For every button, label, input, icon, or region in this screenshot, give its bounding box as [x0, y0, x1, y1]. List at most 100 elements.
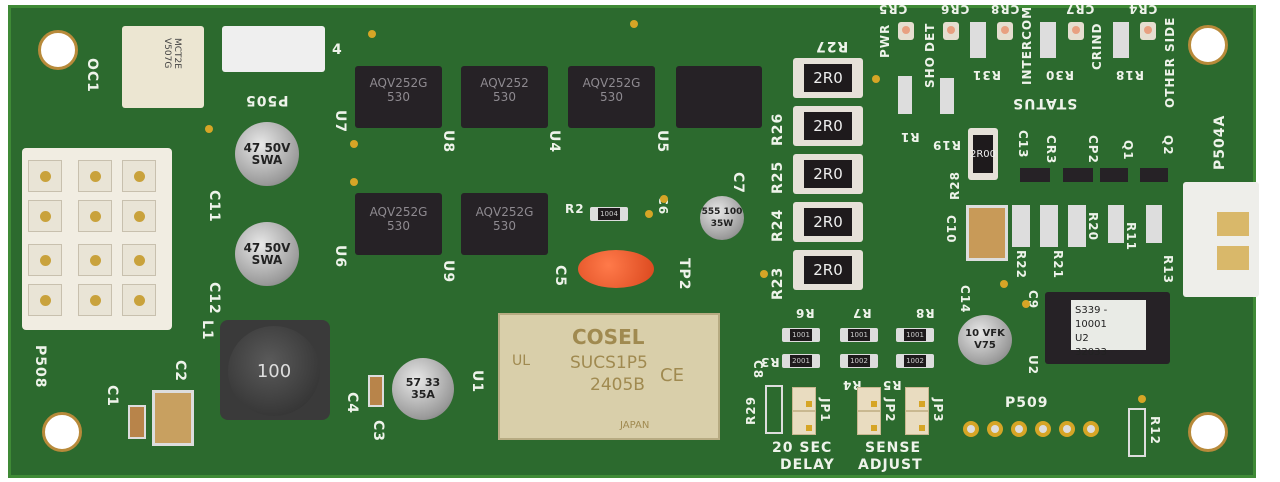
power-module-u1: COSEL UL SUCS1P5 2405B CE JAPAN: [498, 313, 720, 440]
jumper-jp1-bottom[interactable]: [792, 411, 816, 435]
r23-value: 2R0: [804, 255, 852, 285]
resistor-r11: [1108, 205, 1124, 243]
label-status: STATUS: [1012, 95, 1078, 111]
resistor-r2: 1004: [590, 207, 628, 221]
ul-mark: UL: [512, 353, 531, 369]
label-c2: C2: [172, 360, 188, 383]
diode-cr3: [1020, 168, 1050, 182]
resistor-r29: [765, 385, 783, 434]
label-u6: U6: [332, 245, 348, 269]
u4-marking: AQV252G: [582, 76, 641, 90]
label-c12: C12: [206, 282, 222, 315]
capacitor-c11: 47 50V SWA: [235, 122, 299, 186]
label-oc1: OC1: [84, 58, 100, 93]
connector-pin: [1217, 246, 1249, 270]
via: [368, 30, 376, 38]
label-jp2: JP2: [883, 398, 897, 423]
label-u7: U7: [332, 110, 348, 134]
r6-value: 1001: [790, 329, 812, 341]
jumper-jp1-top[interactable]: [792, 387, 816, 411]
via: [660, 195, 668, 203]
r28-value: 2R00: [970, 135, 996, 173]
resistor-r5: 1002: [896, 354, 934, 368]
label-c10: C10: [944, 215, 958, 244]
label-adjust: ADJUST: [858, 457, 923, 473]
header-pin: [1035, 421, 1051, 437]
resistor-r12: [1128, 408, 1146, 457]
led-cr6: [943, 22, 959, 40]
label-c14: C14: [958, 285, 972, 314]
label-crind: CRIND: [1090, 22, 1104, 70]
via: [1022, 300, 1030, 308]
label-sense: SENSE: [865, 440, 922, 456]
capacitor-c14: 10 VFK V75: [958, 315, 1012, 365]
via: [760, 270, 768, 278]
label-cr3: CR3: [1044, 135, 1058, 165]
label-c8: C8: [751, 360, 765, 380]
label-r6: R6: [795, 306, 815, 320]
jumper-jp2-top[interactable]: [857, 387, 881, 411]
resistor-r7: 1001: [840, 328, 878, 342]
module-code: 2405B: [590, 375, 645, 395]
via: [1000, 280, 1008, 288]
inductor-marking: 100: [228, 326, 320, 416]
label-cr4: CR4: [1128, 2, 1158, 16]
r26-value: 2R0: [804, 111, 852, 141]
r4-value: 1002: [848, 355, 870, 367]
label-cr7: CR7: [1065, 2, 1095, 16]
label-c1: C1: [104, 385, 120, 408]
label-p508: P508: [32, 345, 48, 389]
label-r13: R13: [1161, 255, 1175, 284]
r8-value: 1001: [904, 329, 926, 341]
led-cr7: [1068, 22, 1084, 40]
u9-code: 530: [493, 219, 516, 233]
label-cr8: CR8: [990, 2, 1020, 16]
label-pwr: PWR: [878, 23, 892, 58]
label-cr5: CR5: [878, 2, 908, 16]
label-r22: R22: [1014, 250, 1028, 279]
header-pin: [963, 421, 979, 437]
resistor-r28: 2R00: [968, 128, 998, 180]
led-cr5: [898, 22, 914, 40]
jumper-jp3-top[interactable]: [905, 387, 929, 411]
ic-u5: [676, 66, 762, 128]
label-r31: R31: [972, 68, 1001, 82]
module-model: SUCS1P5: [570, 353, 648, 373]
r25-value: 2R0: [804, 159, 852, 189]
u8-marking: AQV252: [480, 76, 529, 90]
label-c4: C4: [344, 392, 360, 415]
label-r30: R30: [1045, 68, 1074, 82]
label-r12: R12: [1148, 416, 1162, 445]
jumper-jp2-bottom[interactable]: [857, 411, 881, 435]
capacitor-c7: 555 100 35W: [700, 196, 744, 240]
label-c11: C11: [206, 190, 222, 223]
module-origin: JAPAN: [620, 420, 650, 431]
connector-p504a: [1183, 182, 1259, 297]
label-r23: R23: [770, 266, 786, 300]
resistor-r8: 1001: [896, 328, 934, 342]
label-p504a: P504A: [1212, 114, 1228, 170]
label-r20: R20: [1086, 212, 1100, 241]
label-r21: R21: [1051, 250, 1065, 279]
ic-u2: S339 - 10001 U2 32033: [1045, 292, 1170, 364]
resistor-r3: 2001: [782, 354, 820, 368]
label-r25: R25: [770, 160, 786, 194]
label-u4: U4: [546, 130, 562, 154]
capacitor-c4: [368, 375, 384, 407]
capacitor-c10: [966, 205, 1008, 261]
label-r24: R24: [770, 208, 786, 242]
u2-part-number: S339 - 10001: [1075, 305, 1108, 330]
inductor-l1: 100: [220, 320, 330, 420]
r27-value: 2R0: [804, 63, 852, 93]
label-r2: R2: [565, 202, 585, 216]
connector-p508: [22, 148, 172, 330]
resistor-r25: 2R0: [793, 154, 863, 194]
r7-value: 1001: [848, 329, 870, 341]
u9-marking: AQV252G: [475, 205, 534, 219]
capacitor-c2: [152, 390, 194, 446]
jumper-jp3-bottom[interactable]: [905, 411, 929, 435]
resistor-r31: [970, 22, 986, 58]
header-pin: [1059, 421, 1075, 437]
